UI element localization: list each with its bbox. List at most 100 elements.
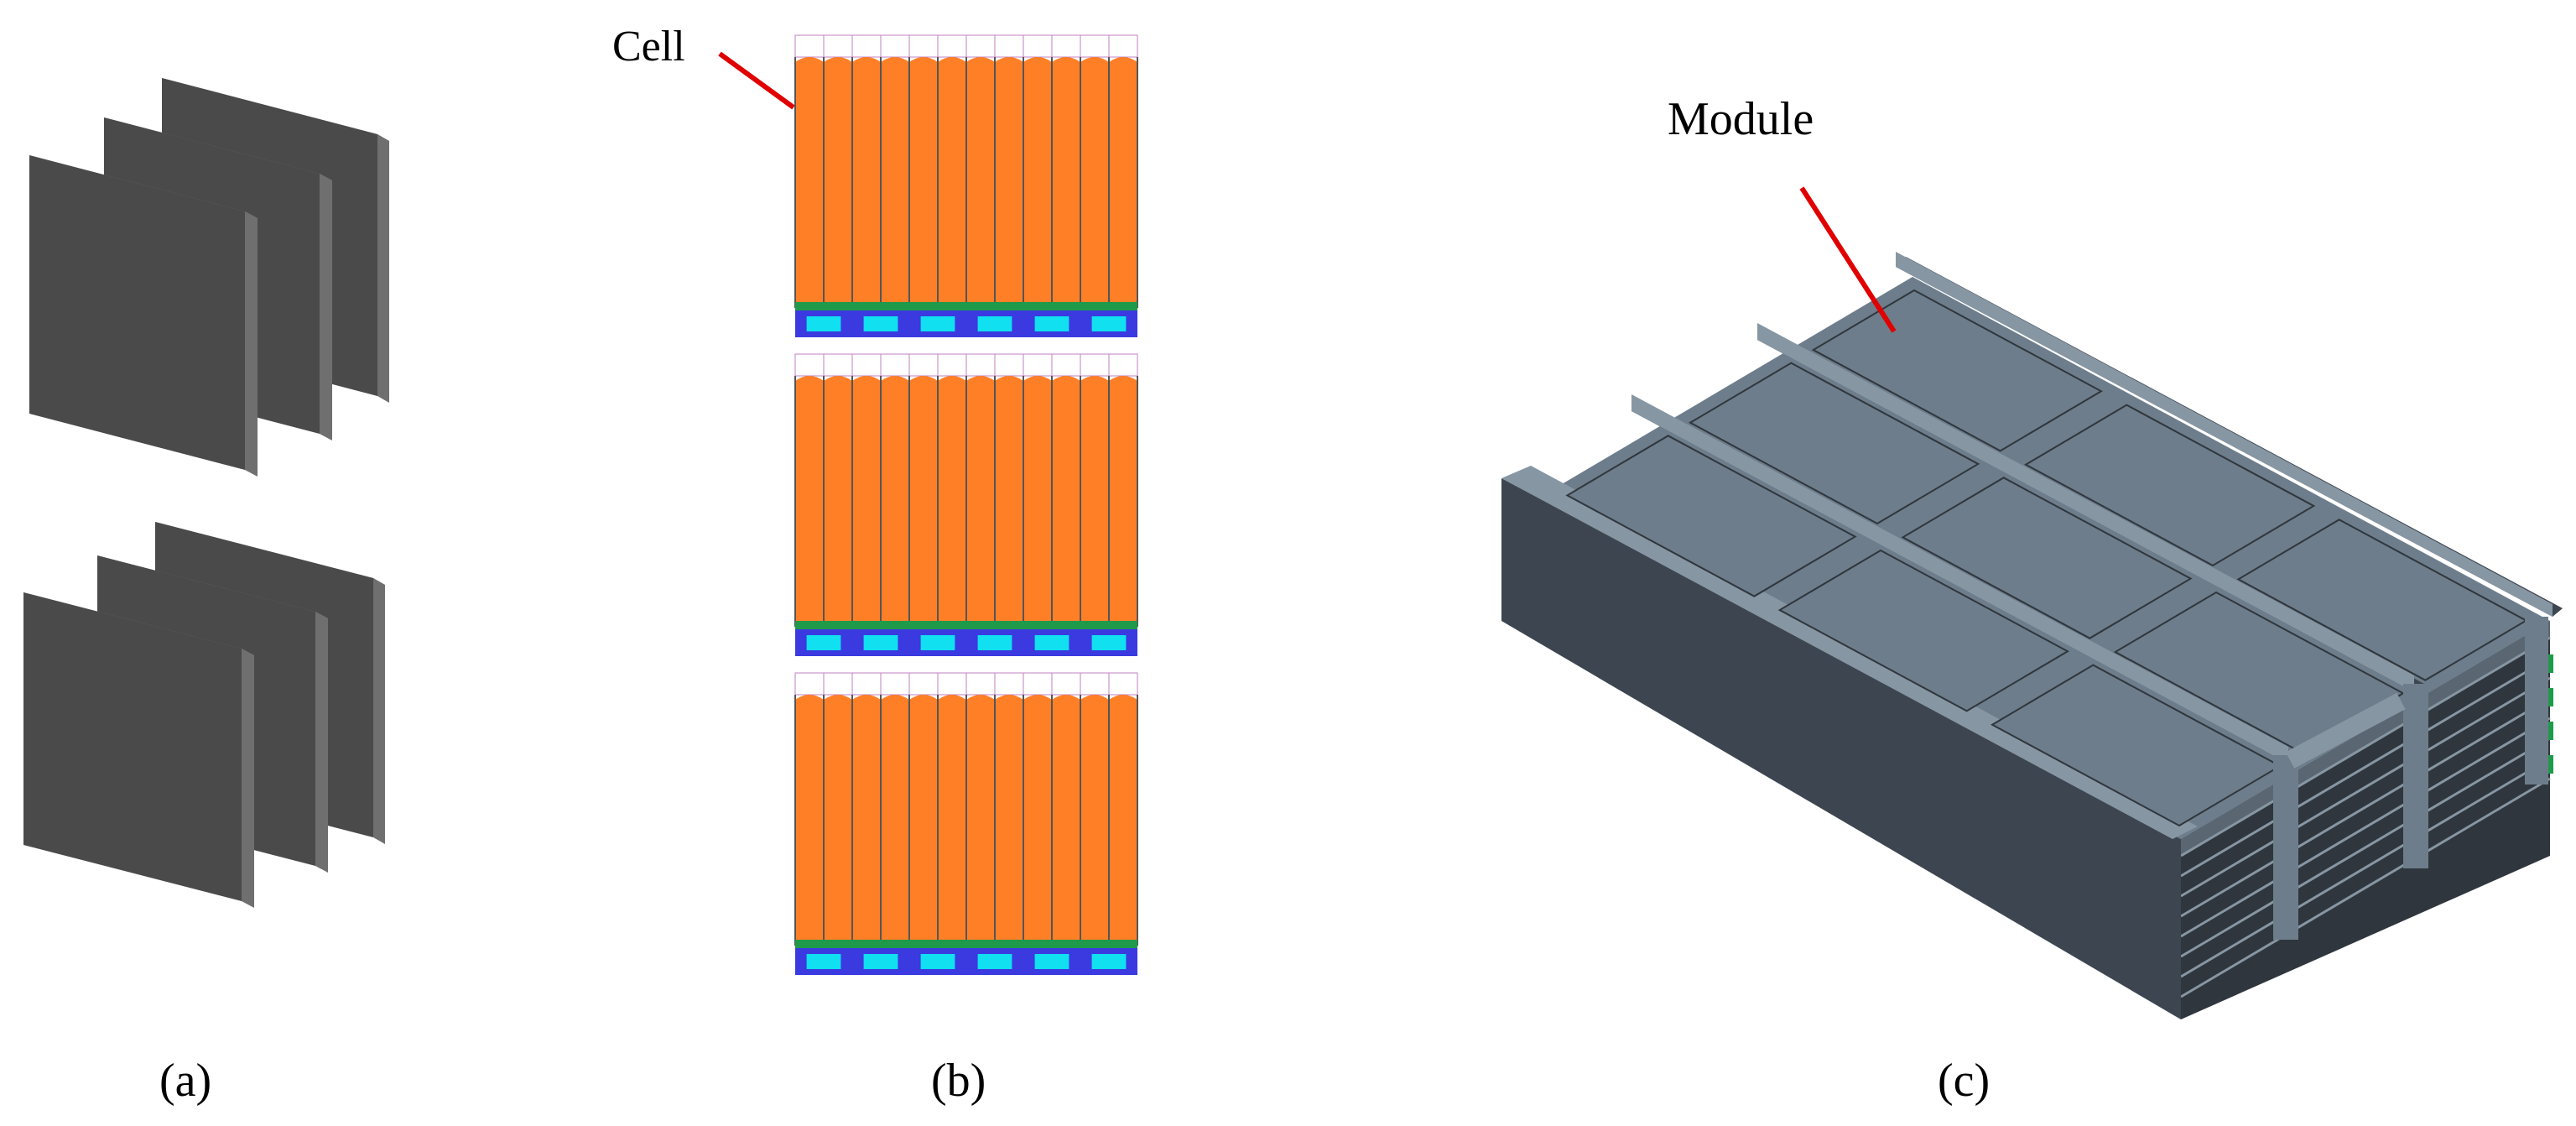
panel-a-plates [23, 78, 389, 908]
cell [1080, 57, 1109, 307]
cell [795, 376, 824, 626]
plate [29, 155, 258, 477]
module-label: Module [1668, 93, 1814, 145]
module-cell-tile [1777, 549, 2069, 712]
plate [23, 592, 254, 908]
cell-row [794, 353, 1138, 656]
base-green-strip [795, 302, 1137, 310]
cell-leader-line [718, 51, 795, 110]
cell [824, 376, 852, 626]
cooling-channel [1091, 316, 1127, 331]
cell [938, 695, 966, 945]
cell [1052, 376, 1080, 626]
cell [1080, 376, 1109, 626]
cell [852, 376, 881, 626]
cell [1109, 376, 1137, 626]
end-layer-line [2180, 757, 2551, 978]
cooling-channel [977, 635, 1012, 650]
cell [881, 695, 909, 945]
module-posts [2273, 617, 2548, 940]
cooling-channel [806, 635, 841, 650]
module-leader-line [1799, 186, 1897, 333]
plate-group-upper [29, 78, 389, 477]
plate-group-lower [23, 522, 385, 908]
module-cell-tile [1565, 435, 1857, 597]
caption-a: (a) [159, 1055, 211, 1107]
cell [966, 376, 995, 626]
base-blue-plate [795, 948, 1137, 975]
cell [1052, 695, 1080, 945]
cell [824, 57, 852, 307]
module-rails [1631, 252, 2563, 764]
module-cell-tile [1689, 362, 1980, 525]
cell [795, 695, 824, 945]
cooling-channel [1034, 954, 1069, 969]
cooling-channel [920, 954, 955, 969]
cooling-channel [1034, 635, 1069, 650]
cell [852, 57, 881, 307]
cell [966, 57, 995, 307]
cell [909, 57, 938, 307]
cell [795, 57, 824, 307]
cooling-channel [1034, 316, 1069, 331]
cell [881, 376, 909, 626]
module-left-plate [1501, 466, 2198, 839]
end-layer-line [2180, 717, 2551, 938]
module-cell-tile [2024, 404, 2316, 567]
end-layer-line [2180, 636, 2551, 858]
cooling-channel [977, 316, 1012, 331]
cell [852, 695, 881, 945]
cell [1023, 57, 1052, 307]
cell [824, 695, 852, 945]
cell [881, 57, 909, 307]
cooling-channel [863, 635, 898, 650]
cell [1023, 695, 1052, 945]
cell [1109, 57, 1137, 307]
caption-b: (b) [931, 1055, 986, 1107]
cooling-channel [1091, 954, 1127, 969]
cooling-channel [1091, 635, 1127, 650]
cell [1109, 695, 1137, 945]
panel-b-cell-rows [794, 34, 1138, 975]
cell [966, 695, 995, 945]
cell [995, 57, 1023, 307]
cooling-channel [920, 316, 955, 331]
green-connector [2547, 722, 2553, 740]
end-layer-line [2180, 676, 2551, 898]
cooling-channel [806, 954, 841, 969]
cooling-pipe [2285, 692, 2406, 769]
cooling-channel [863, 954, 898, 969]
cell [1052, 57, 1080, 307]
cell [909, 376, 938, 626]
cell-label: Cell [612, 23, 685, 70]
cell-row [794, 34, 1138, 337]
cell [1023, 376, 1052, 626]
cooling-channel [920, 635, 955, 650]
cell [909, 695, 938, 945]
panel-c-module [1501, 252, 2563, 1019]
end-layer-line [2180, 656, 2551, 878]
end-layer-line [2180, 696, 2551, 918]
cell [995, 695, 1023, 945]
module-end-layers [2174, 636, 2553, 998]
cell [1080, 695, 1109, 945]
base-green-strip [795, 940, 1137, 948]
cell-row [794, 672, 1138, 975]
module-cell-tile [1901, 477, 2193, 639]
cell [995, 376, 1023, 626]
caption-c: (c) [1938, 1055, 1990, 1107]
end-layer-line [2180, 737, 2551, 958]
base-green-strip [795, 621, 1137, 629]
base-blue-plate [795, 310, 1137, 337]
cooling-channel [806, 316, 841, 331]
cell [938, 376, 966, 626]
end-layer-line [2180, 777, 2551, 998]
cooling-channel [977, 954, 1012, 969]
cell [938, 57, 966, 307]
green-connector [2547, 654, 2553, 673]
module-cell-tile [2113, 591, 2405, 754]
green-connector [2547, 755, 2553, 774]
cooling-channel [863, 316, 898, 331]
module-side-face [1501, 478, 2181, 1019]
